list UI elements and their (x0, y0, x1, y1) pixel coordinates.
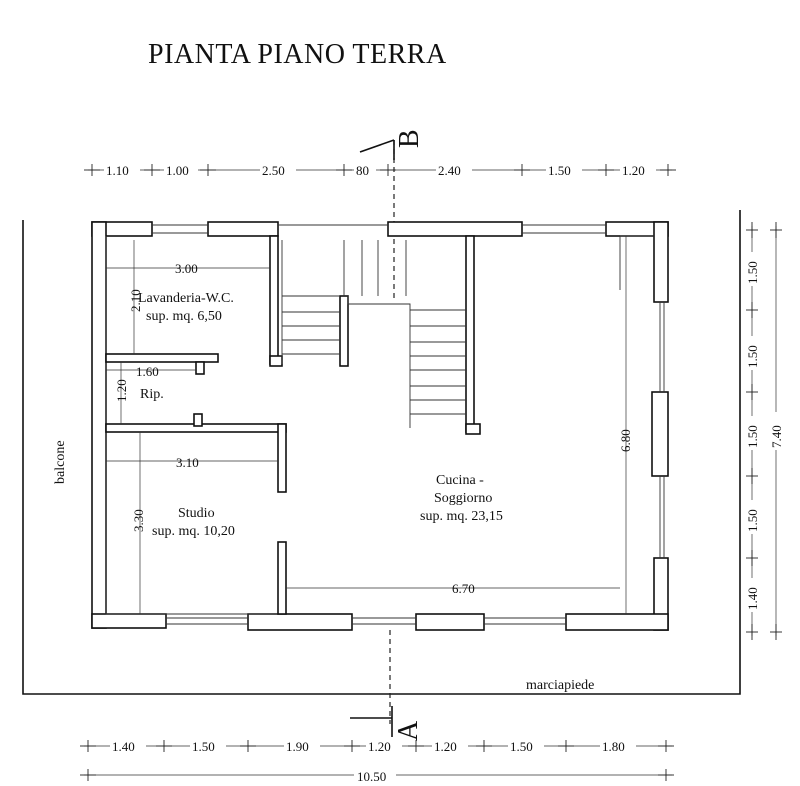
section-b-label: B (394, 129, 425, 148)
section-marker-a: A (350, 630, 424, 744)
top-dim-2: 1.00 (166, 163, 189, 178)
bottom-dimension-chain: 1.40 1.50 1.90 1.20 1.20 1.50 1.80 10.50 (80, 737, 674, 784)
top-dim-5: 2.40 (438, 163, 461, 178)
room-ripostiglio: 1.60 1.20 Rip. (114, 364, 164, 402)
balcone-label: balcone (53, 440, 68, 484)
exterior-walls (91, 221, 669, 631)
bottom-dim-total: 10.50 (357, 769, 386, 784)
top-dimension-chain: 1.10 1.00 2.50 80 2.40 1.50 1.20 (84, 161, 676, 178)
studio-name: Studio (178, 506, 215, 521)
bottom-dim-7: 1.80 (602, 739, 625, 754)
ripostiglio-width: 1.60 (136, 364, 159, 379)
studio-width: 3.10 (176, 455, 199, 470)
top-dim-4: 80 (356, 163, 369, 178)
cucina-width: 6.70 (452, 581, 475, 596)
top-dim-6: 1.50 (548, 163, 571, 178)
right-dim-1: 1.50 (745, 261, 760, 284)
right-dim-4: 1.50 (745, 509, 760, 532)
room-lavanderia: 3.00 2.10 Lavanderia-W.C. sup. mq. 6,50 (128, 261, 234, 324)
right-dim-2: 1.50 (745, 345, 760, 368)
studio-depth: 3.30 (131, 509, 146, 532)
bottom-dim-6: 1.50 (510, 739, 533, 754)
plan-title: PIANTA PIANO TERRA (148, 39, 447, 70)
cucina-depth: 6.80 (618, 429, 633, 452)
bottom-dim-1: 1.40 (112, 739, 135, 754)
ripostiglio-depth: 1.20 (114, 379, 129, 402)
ripostiglio-name: Rip. (140, 387, 164, 402)
bottom-dim-3: 1.90 (286, 739, 309, 754)
right-dim-3: 1.50 (745, 425, 760, 448)
room-dimension-lines (106, 236, 627, 614)
lavanderia-area: sup. mq. 6,50 (146, 309, 222, 324)
room-cucina-soggiorno: 6.70 6.80 Cucina - Soggiorno sup. mq. 23… (420, 429, 633, 596)
top-dim-1: 1.10 (106, 163, 129, 178)
right-dimension-chain: 1.50 1.50 1.50 1.50 1.40 7.40 (745, 222, 784, 640)
studio-area: sup. mq. 10,20 (152, 524, 235, 539)
interior-walls (105, 235, 481, 615)
marciapiede-label: marciapiede (526, 678, 594, 693)
bottom-dim-5: 1.20 (434, 739, 457, 754)
section-marker-b: B (359, 129, 425, 302)
staircase (281, 240, 466, 428)
section-a-label: A (393, 720, 424, 741)
balcony-outline (22, 210, 741, 695)
bottom-dim-4: 1.20 (368, 739, 391, 754)
lavanderia-name: Lavanderia-W.C. (138, 291, 234, 306)
cucina-name-line2: Soggiorno (434, 491, 492, 506)
top-dim-7: 1.20 (622, 163, 645, 178)
lavanderia-depth: 2.10 (128, 289, 143, 312)
bottom-dim-2: 1.50 (192, 739, 215, 754)
right-dim-5: 1.40 (745, 587, 760, 610)
cucina-name-line1: Cucina - (436, 473, 484, 488)
room-studio: 3.10 3.30 Studio sup. mq. 10,20 (131, 455, 235, 539)
lavanderia-width: 3.00 (175, 261, 198, 276)
right-dim-total: 7.40 (769, 425, 784, 448)
top-dim-3: 2.50 (262, 163, 285, 178)
cucina-area: sup. mq. 23,15 (420, 509, 503, 524)
